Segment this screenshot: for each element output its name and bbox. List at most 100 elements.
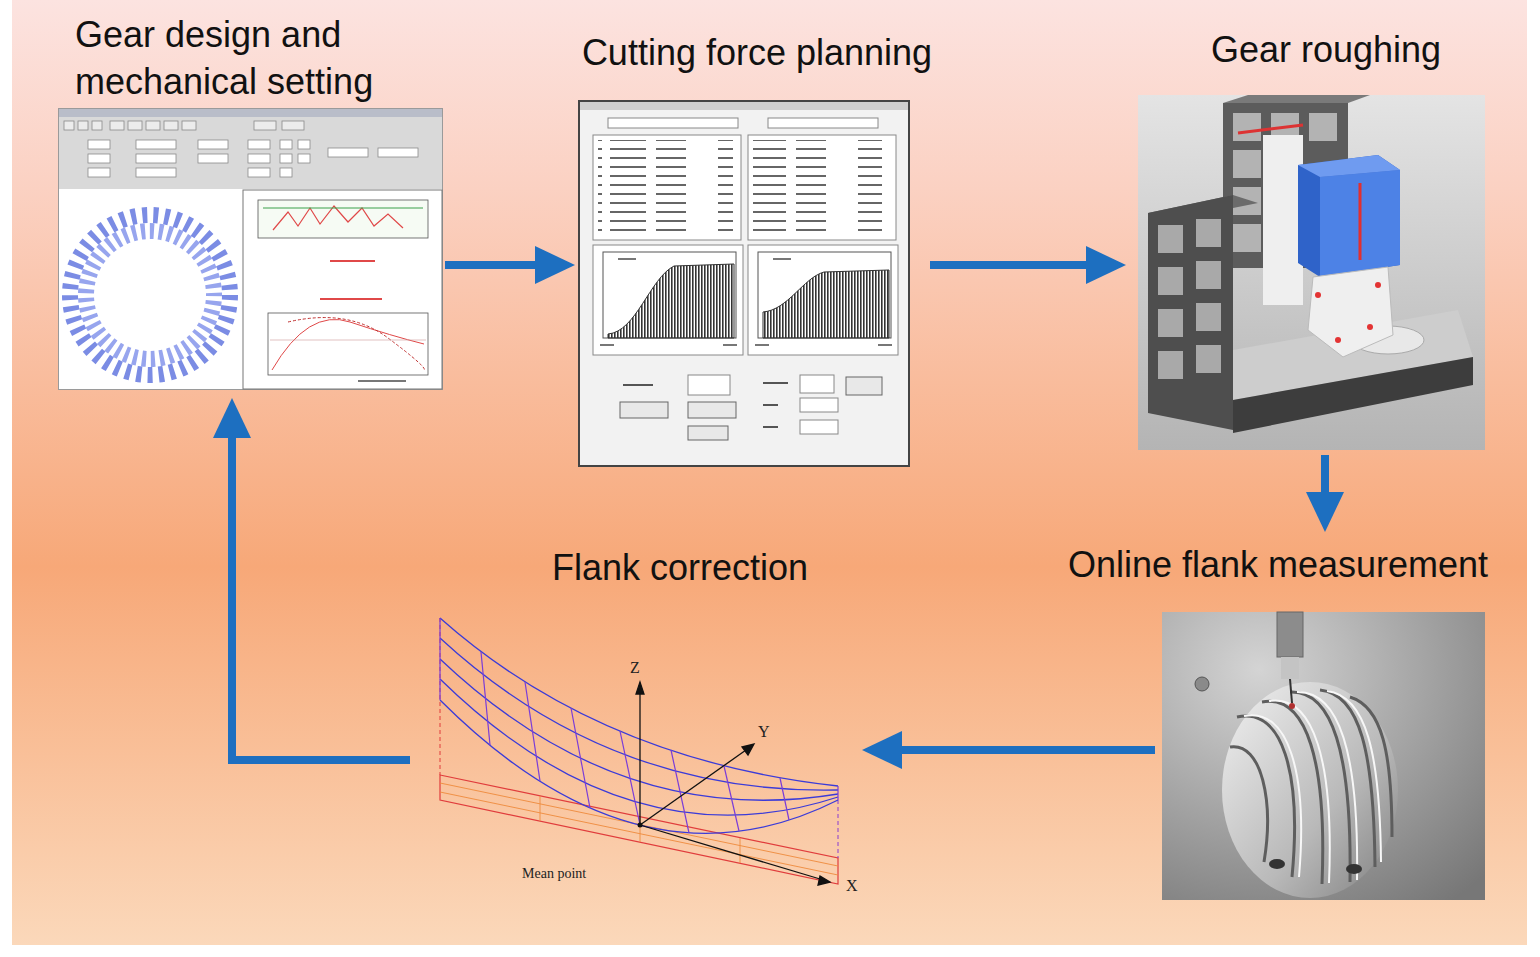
buttons [620,377,882,440]
chart-caption [320,298,382,300]
axis-ticks [723,344,737,346]
input-fields [248,140,270,149]
probe-tip [1289,703,1295,709]
pinion-body [1222,682,1398,898]
axis-markers [1375,282,1381,288]
tab [768,118,878,128]
process-step: Flank correction [415,610,860,900]
probe-holder [1277,612,1303,657]
result-panel [243,190,442,389]
tooth-highlights [1244,715,1301,877]
axis-arrow [1238,125,1303,133]
base-grid [740,838,741,863]
machine-base [1233,357,1473,433]
step-heading: Online flank measurement [1038,542,1518,589]
flow-arrow [1321,455,1329,502]
axis-ticks [618,258,636,260]
force-bars [763,270,889,338]
tower-windows [1233,224,1261,252]
toolbar-buttons [182,121,196,130]
process-step: Online flank measurement [1162,612,1485,900]
measurement-photo [1162,612,1485,900]
chart-axes [758,252,891,338]
surface-columns [724,766,739,831]
step-heading: Gear design and mechanical setting [75,12,455,106]
figure-label: Z [630,658,640,677]
probe-stylus [1290,679,1292,703]
surface-columns [439,618,440,700]
coordinate-axes [640,750,746,825]
machine-render [1138,95,1485,450]
chart-caption [330,260,375,262]
control-captions [763,382,788,384]
axis-markers [1335,337,1341,343]
toolbar-buttons [254,121,276,130]
toolbar-buttons [78,121,88,130]
coordinate-axes [639,692,640,825]
input-fields [88,168,110,177]
input-fields [298,140,310,149]
chart-axes [603,252,736,338]
title-bar [580,102,908,110]
surface-rows [440,638,838,790]
surface-columns [481,652,490,745]
axis-ticks [600,258,892,346]
input-fields [88,140,110,149]
gear-ring [70,215,230,375]
spindle-head-face [1320,170,1400,277]
spiral-teeth [1230,747,1267,862]
render-background [1138,95,1485,450]
flow-arrow [892,746,1155,754]
input-fields [88,154,110,163]
error-curve [272,319,424,370]
list-box [593,135,741,240]
tooth-highlights [1297,692,1357,880]
coordinate-axes [818,876,830,885]
process-step: Gear roughing [1138,95,1485,450]
buttons [688,402,736,418]
bolt-hole [1269,859,1285,869]
spiral-teeth [1262,701,1323,884]
wing-windows [1158,267,1183,295]
error-curve [288,318,424,370]
gear-ring [86,231,214,359]
input-fields [280,154,292,163]
toolbar-buttons [92,121,102,130]
axis-ticks [600,344,614,346]
machine-roof [1223,95,1370,103]
axis-ticks [755,344,769,346]
tooth-highlights [1327,691,1381,862]
surface-rows [440,659,838,800]
input-fields [328,148,368,157]
surface-columns [620,731,640,825]
tower-windows [1233,113,1261,141]
list-rows [753,140,888,235]
toolbar-buttons [164,121,178,130]
control-fields [688,375,730,395]
wing-windows [1158,351,1183,379]
photo-background [1162,612,1485,900]
surface-rows [440,618,838,786]
control-captions [763,426,778,428]
tab [608,118,738,128]
mean-point-dot [638,823,643,828]
software-screenshot [58,108,443,390]
input-fields [136,140,176,149]
list-rows [598,140,733,235]
spindle-head-top [1298,155,1400,177]
control-captions [623,384,653,386]
step-heading: Cutting force planning [527,30,987,77]
spindle [1308,267,1393,357]
base-plane [440,775,838,884]
input-fields [88,140,418,177]
window-frame [59,109,443,390]
machine-wing [1148,195,1233,430]
wing-windows [1196,345,1221,373]
buttons [846,377,882,395]
figure-label: Y [758,722,770,741]
flow-arrow [232,428,410,760]
figure-label: X [846,876,858,895]
input-fields [248,154,270,163]
